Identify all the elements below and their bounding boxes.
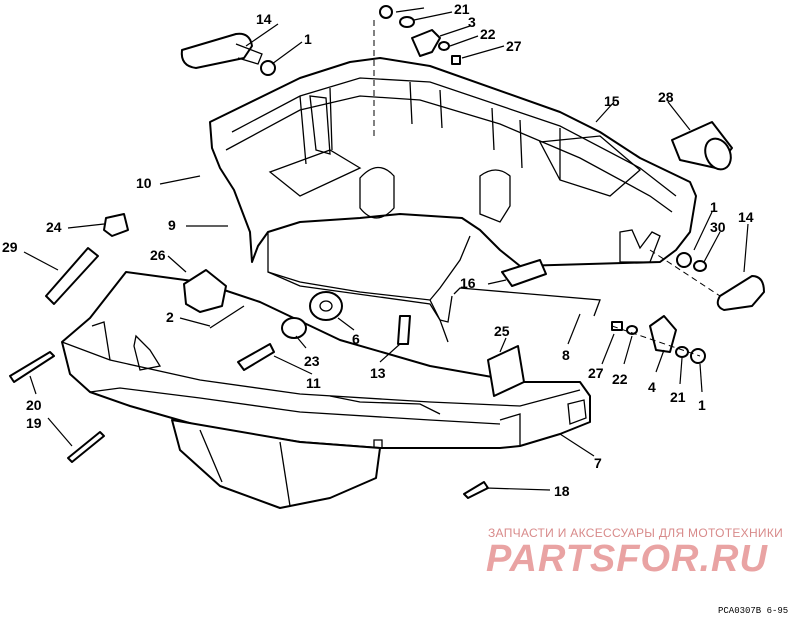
callout-21-right: 21 <box>670 389 686 405</box>
drawing-code: PCA0307B 6-95 <box>718 606 789 616</box>
callout-26: 26 <box>150 247 166 263</box>
nut-1-top <box>379 5 393 19</box>
bushing-6 <box>309 291 343 321</box>
handle-14-top <box>180 32 263 69</box>
callout-16: 16 <box>460 275 476 291</box>
screw-27-right <box>611 321 623 331</box>
callout-9: 9 <box>168 217 176 233</box>
callout-labels: 14 1 21 3 22 27 15 28 10 9 24 29 26 2 1 … <box>2 1 754 499</box>
callout-24: 24 <box>46 219 62 235</box>
callout-2: 2 <box>166 309 174 325</box>
nut-1-right <box>690 348 706 364</box>
lower-cowl <box>61 271 591 509</box>
callout-22-right: 22 <box>612 371 628 387</box>
callout-27-top: 27 <box>506 38 522 54</box>
callout-27-right: 27 <box>588 365 604 381</box>
callout-29: 29 <box>2 239 18 255</box>
pad-16 <box>501 259 547 287</box>
stud-11 <box>237 343 275 371</box>
alignment-line-lower-right <box>611 325 701 357</box>
callout-22-top: 22 <box>480 26 496 42</box>
washer-22-top <box>438 41 450 51</box>
screw-27-top <box>451 55 461 65</box>
callout-7: 7 <box>594 455 602 471</box>
upper-cowl-tray <box>209 57 697 343</box>
pin-2 <box>209 305 245 329</box>
watermark-text: ЗАПЧАСТИ И АКСЕССУАРЫ ДЛЯ МОТОТЕХНИКИ <box>488 526 784 540</box>
washer-30 <box>693 260 707 272</box>
leader-lines <box>23 7 749 491</box>
callout-1-mid-right: 1 <box>710 199 718 215</box>
callout-28: 28 <box>658 89 674 105</box>
washer-21-top <box>399 16 415 28</box>
washer-21-right <box>675 346 689 358</box>
callout-1-right: 1 <box>698 397 706 413</box>
plate-25 <box>487 345 525 397</box>
bracket-3-top <box>411 29 441 57</box>
callout-13: 13 <box>370 365 386 381</box>
strip-29 <box>45 247 99 305</box>
wire-8 <box>453 287 601 317</box>
callout-4: 4 <box>648 379 656 395</box>
watermark-logo: PARTSFOR.RU <box>486 538 768 580</box>
callout-18: 18 <box>554 483 570 499</box>
sleeve-28 <box>671 121 733 171</box>
callout-1-top-left: 1 <box>304 31 312 47</box>
bolt-19 <box>67 431 105 463</box>
callout-6: 6 <box>352 331 360 347</box>
callout-14-top: 14 <box>256 11 272 27</box>
handle-14-right <box>716 275 765 311</box>
nut-1-top-left <box>260 60 276 76</box>
callout-10: 10 <box>136 175 152 191</box>
callout-14-right: 14 <box>738 209 754 225</box>
callout-3-top: 3 <box>468 14 476 30</box>
callout-23: 23 <box>304 353 320 369</box>
nut-1-mid-right <box>676 252 692 268</box>
bolt-20 <box>9 351 55 383</box>
callout-8: 8 <box>562 347 570 363</box>
callout-19: 19 <box>26 415 42 431</box>
callout-25: 25 <box>494 323 510 339</box>
callout-15: 15 <box>604 93 620 109</box>
callout-20: 20 <box>26 397 42 413</box>
grommet-24 <box>103 213 129 237</box>
washer-23 <box>281 317 307 339</box>
alignment-line-right <box>649 249 721 297</box>
bolt-18 <box>463 481 489 499</box>
mount-26 <box>183 269 227 313</box>
bracket-4-right <box>649 315 677 353</box>
callout-21-top: 21 <box>454 1 470 17</box>
washer-22-right <box>626 325 638 335</box>
slotted-bar-13 <box>397 315 411 345</box>
callout-11: 11 <box>306 375 321 391</box>
callout-30: 30 <box>710 219 726 235</box>
